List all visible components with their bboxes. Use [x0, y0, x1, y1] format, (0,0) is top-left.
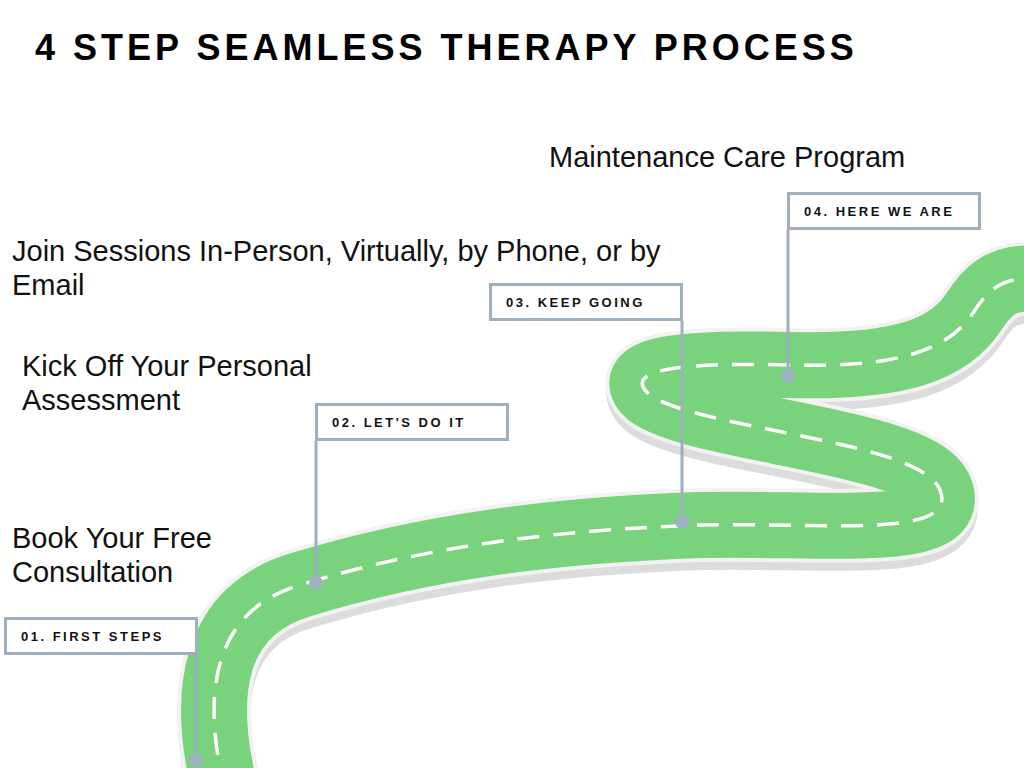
leader-line: [315, 441, 318, 577]
page-title: 4 STEP SEAMLESS THERAPY PROCESS: [35, 30, 858, 66]
step-label: 01. FIRST STEPS: [21, 629, 164, 644]
milestone-dot: [675, 515, 689, 529]
road-surface: [214, 278, 1024, 768]
step-description: Kick Off Your Personal Assessment: [22, 349, 392, 417]
step-description: Maintenance Care Program: [549, 140, 1009, 174]
leader-line: [787, 230, 790, 370]
step-box: 03. KEEP GOING: [489, 283, 683, 321]
milestone-dot: [309, 576, 323, 590]
milestone-dot: [189, 753, 203, 767]
leader-line: [681, 321, 684, 516]
leader-lines: [196, 230, 788, 754]
road-rim: [214, 278, 1024, 768]
step-label: 04. HERE WE ARE: [804, 204, 954, 219]
step-label: 02. LET'S DO IT: [332, 415, 466, 430]
milestone-dots: [189, 369, 795, 767]
step-description: Book Your Free Consultation: [12, 521, 267, 589]
milestone-dot: [781, 369, 795, 383]
leader-line: [195, 655, 198, 754]
step-description: Join Sessions In-Person, Virtually, by P…: [12, 234, 732, 302]
step-box: 04. HERE WE ARE: [787, 192, 981, 230]
step-box: 01. FIRST STEPS: [4, 617, 198, 655]
step-box: 02. LET'S DO IT: [315, 403, 509, 441]
road-center-line: [214, 278, 1024, 768]
step-label: 03. KEEP GOING: [506, 295, 645, 310]
